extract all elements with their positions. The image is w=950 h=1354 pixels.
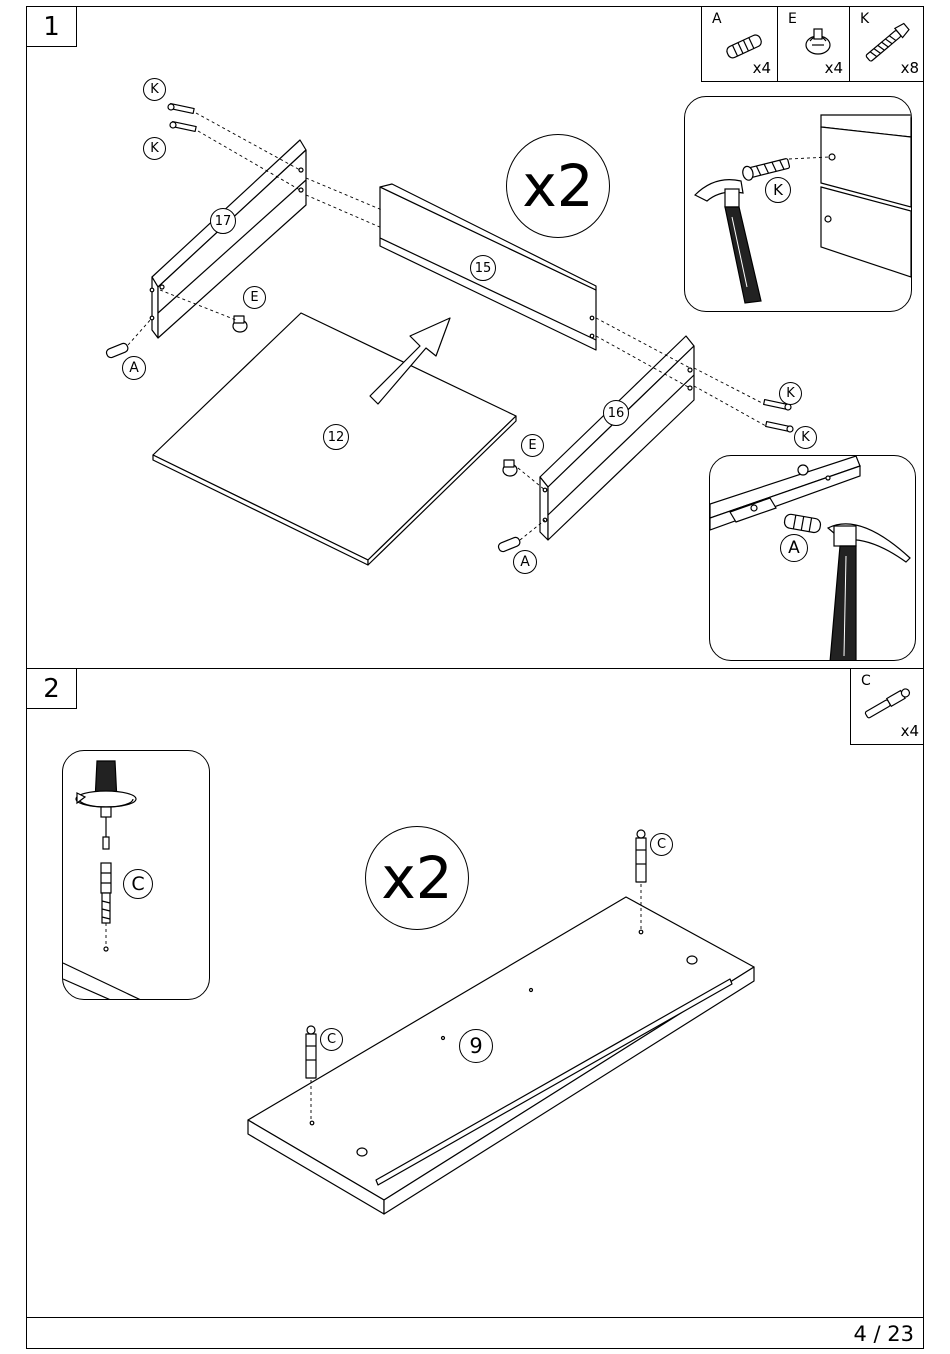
callout-a-detail: A: [780, 534, 808, 562]
cam-bolt-right: [636, 830, 646, 882]
detail-hammer-dowel: A: [709, 455, 916, 661]
screw-k-top-left: [168, 104, 194, 114]
panel-label-9: 9: [459, 1029, 493, 1063]
panel-label-16: 16: [603, 400, 629, 426]
callout-k-detail: K: [765, 177, 791, 203]
screw-k-bottom-left: [170, 122, 196, 132]
callout-e-right: E: [521, 434, 544, 457]
callout-c-right: C: [650, 833, 673, 856]
screw-k-bottom-right: [766, 422, 793, 432]
panel-label-15: 15: [470, 255, 496, 281]
hammer-dowel-icon: [710, 456, 916, 661]
panel-label-12: 12: [323, 424, 349, 450]
cam-bolt-left: [306, 1026, 316, 1078]
callout-k-top-left: K: [143, 78, 166, 101]
callout-c-detail: C: [123, 869, 153, 899]
callout-k-top-right: K: [779, 382, 802, 405]
callout-e-left: E: [243, 286, 266, 309]
panel-17-shape: [150, 140, 306, 338]
panel-16-shape: [540, 336, 694, 540]
hammer-icon: [685, 97, 912, 312]
detail-hammer-screw: K: [684, 96, 912, 312]
callout-k-bottom-left: K: [143, 137, 166, 160]
detail-screwdriver: C: [62, 750, 210, 1000]
dowel-right: [497, 536, 521, 553]
callout-a-left: A: [122, 356, 146, 380]
callout-k-bottom-right: K: [794, 426, 817, 449]
callout-a-right: A: [513, 550, 537, 574]
cam-lock-right: [503, 460, 517, 476]
callout-c-left: C: [320, 1028, 343, 1051]
dowel-left: [105, 342, 129, 359]
panel-9-shape: [248, 897, 754, 1214]
page-number: 4 / 23: [853, 1322, 914, 1346]
cam-lock-left: [233, 316, 247, 332]
panel-label-17: 17: [210, 208, 236, 234]
